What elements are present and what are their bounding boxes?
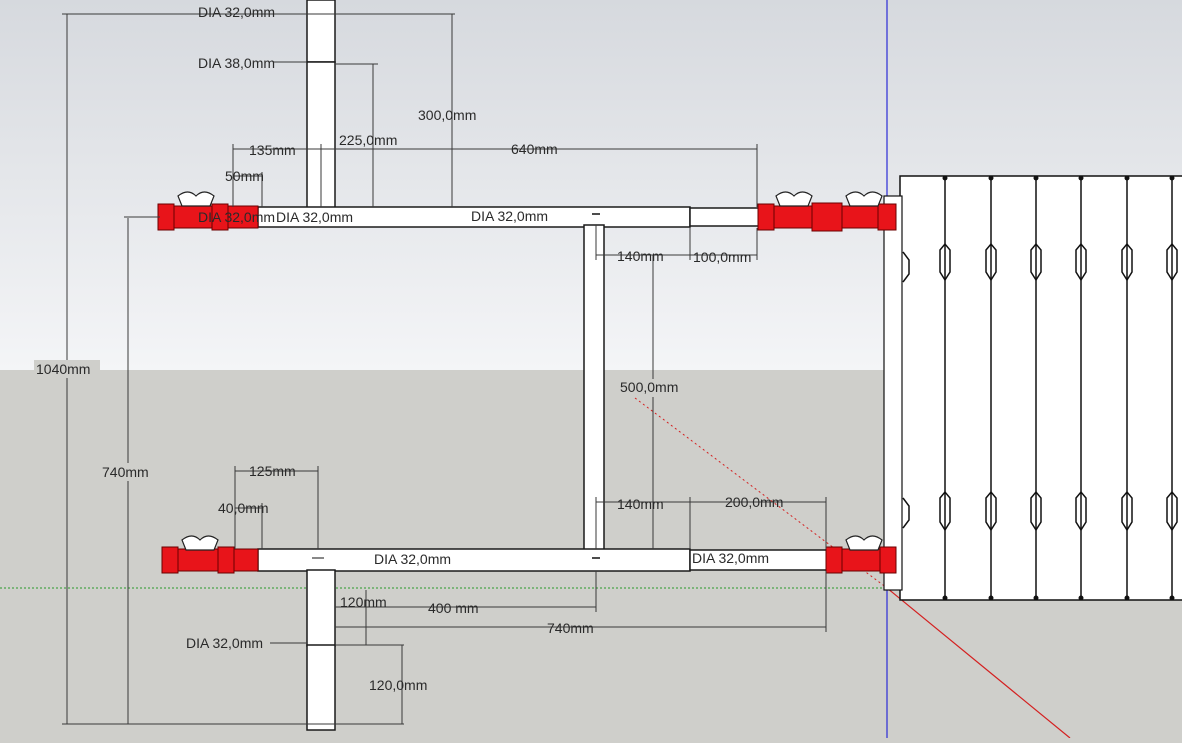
upper-right-pipe[interactable]	[689, 207, 761, 227]
label-lower-125: 125mm	[249, 463, 296, 479]
dimension-labels: 1040mm 740mm DIA 32,0mm DIA 38,0mm 300,0…	[34, 4, 783, 693]
label-lower-120: 120mm	[340, 594, 387, 610]
label-upper-140: 140mm	[617, 248, 664, 264]
label-upper-dia-mid: DIA 32,0mm	[471, 208, 548, 224]
valve-lower-left[interactable]	[161, 535, 259, 574]
vertical-bypass-pipe[interactable]	[583, 224, 605, 551]
label-225: 225,0mm	[339, 132, 397, 148]
dimension-lines	[62, 13, 827, 725]
label-lower-140: 140mm	[617, 496, 664, 512]
label-upper-100: 100,0mm	[693, 249, 751, 265]
label-bottom-dia: DIA 32,0mm	[186, 635, 263, 651]
label-640: 640mm	[511, 141, 558, 157]
supply-riser-top[interactable]	[306, 0, 336, 63]
valve-lower-right[interactable]	[825, 535, 897, 574]
label-upper-dia-left: DIA 32,0mm	[198, 209, 275, 225]
label-135: 135mm	[249, 142, 296, 158]
label-lower-400: 400 mm	[428, 600, 479, 616]
return-riser-bottom[interactable]	[306, 644, 336, 731]
red-axis	[886, 587, 1071, 739]
label-lower-dia-right: DIA 32,0mm	[692, 550, 769, 566]
label-inner-height: 740mm	[102, 464, 149, 480]
label-bottom-120: 120,0mm	[369, 677, 427, 693]
label-top-dia-38: DIA 38,0mm	[198, 55, 275, 71]
radiator-sections	[902, 175, 1178, 601]
valve-upper-right[interactable]	[757, 191, 897, 232]
label-total-height: 1040mm	[36, 361, 90, 377]
label-lower-40: 40,0mm	[218, 500, 269, 516]
valve-upper-left[interactable]	[157, 191, 259, 231]
label-lower-dia-mid: DIA 32,0mm	[374, 551, 451, 567]
pipe-network[interactable]	[257, 0, 831, 731]
label-50: 50mm	[225, 168, 264, 184]
radiator[interactable]	[883, 175, 1182, 601]
label-top-dia-32: DIA 32,0mm	[198, 4, 275, 20]
label-lower-740: 740mm	[547, 620, 594, 636]
label-300: 300,0mm	[418, 107, 476, 123]
label-upper-dia-tee: DIA 32,0mm	[276, 209, 353, 225]
lower-horizontal-pipe[interactable]	[257, 548, 691, 572]
return-riser-upper[interactable]	[306, 569, 336, 647]
label-riser-500: 500,0mm	[620, 379, 678, 395]
label-lower-200: 200,0mm	[725, 494, 783, 510]
